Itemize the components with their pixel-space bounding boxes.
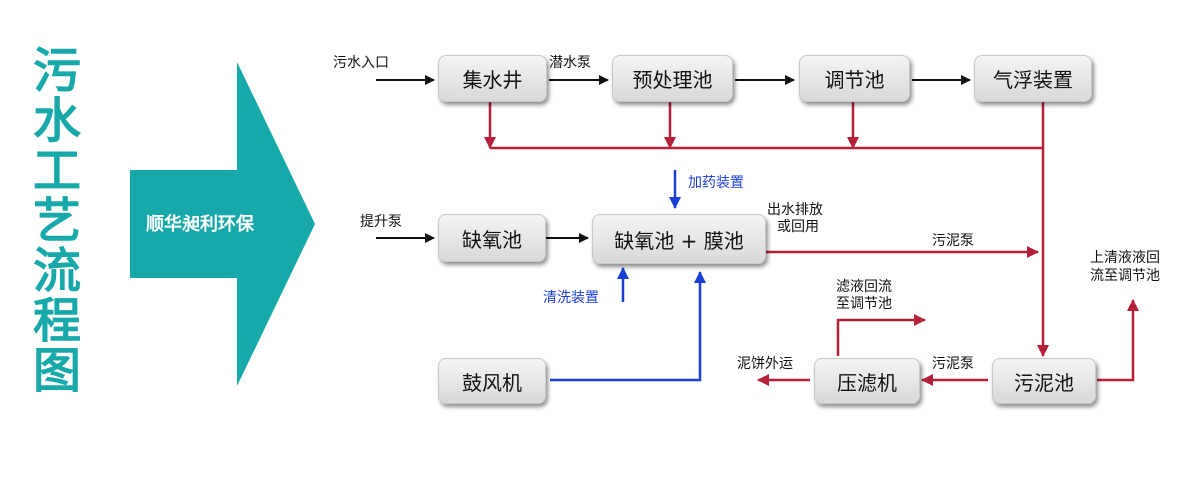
filter-press-box: 压滤机 bbox=[814, 358, 920, 404]
collection-well-box: 集水井 bbox=[438, 55, 547, 102]
title-char: 流 bbox=[32, 243, 81, 299]
sludge-tank-box: 污泥池 bbox=[992, 358, 1096, 404]
title-char: 水 bbox=[32, 93, 81, 149]
big-arrow-icon bbox=[130, 62, 315, 386]
submersible-pump-label: 潜水泵 bbox=[549, 55, 591, 71]
blower-box: 鼓风机 bbox=[438, 358, 546, 404]
title-char: 污 bbox=[32, 43, 81, 99]
sludge-pump-label-2: 污泥泵 bbox=[932, 356, 974, 372]
title-char: 程 bbox=[32, 293, 81, 349]
supernatant-label-1: 上清液液回 bbox=[1090, 250, 1160, 266]
effluent-label-2: 或回用 bbox=[777, 219, 819, 235]
title-char: 艺 bbox=[32, 193, 81, 249]
lift-pump-label: 提升泵 bbox=[360, 214, 402, 230]
anoxic-membrane-box: 缺氧池 + 膜池 bbox=[592, 214, 766, 264]
title-char: 图 bbox=[32, 343, 81, 399]
sludge-pump-label-1: 污泥泵 bbox=[932, 233, 974, 249]
filtrate-label-1: 滤液回流 bbox=[836, 279, 892, 295]
dosing-device-label: 加药装置 bbox=[688, 175, 744, 191]
pretreatment-tank-box: 预处理池 bbox=[612, 55, 733, 102]
company-name: 顺华昶利环保 bbox=[146, 214, 254, 235]
cleaning-device-label: 清洗装置 bbox=[543, 290, 599, 306]
sewage-inlet-label: 污水入口 bbox=[333, 55, 389, 71]
anoxic-tank-box: 缺氧池 bbox=[438, 214, 546, 262]
effluent-label-1: 出水排放 bbox=[767, 202, 823, 218]
adjustment-tank-box: 调节池 bbox=[799, 55, 910, 102]
cake-out-label: 泥饼外运 bbox=[737, 356, 793, 372]
filtrate-label-2: 至调节池 bbox=[836, 296, 892, 312]
page-title: 污 水 工 艺 流 程 图 bbox=[22, 46, 92, 396]
supernatant-label-2: 流至调节池 bbox=[1090, 268, 1160, 284]
air-flotation-box: 气浮装置 bbox=[974, 55, 1092, 102]
title-char: 工 bbox=[32, 143, 81, 199]
